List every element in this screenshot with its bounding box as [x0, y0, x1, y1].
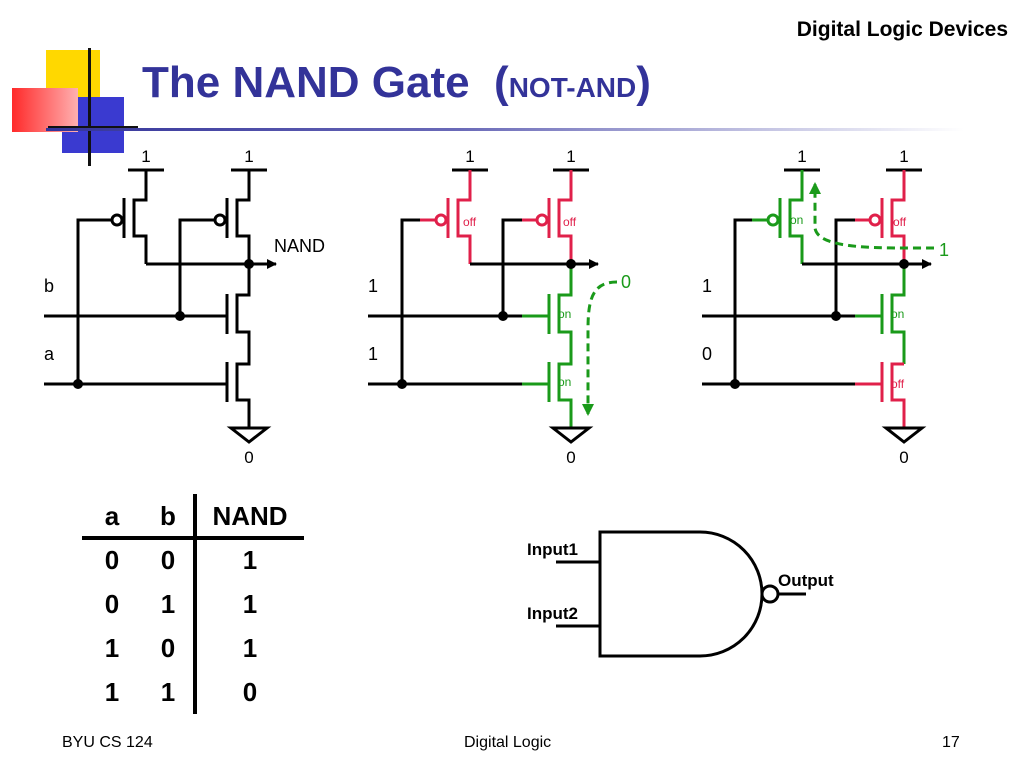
title-main: The NAND Gate — [142, 58, 470, 107]
gate-input2-label: Input2 — [527, 604, 578, 623]
decorative-horizontal-line — [48, 126, 138, 129]
left-output-junction — [244, 259, 254, 269]
right-n-bottom-state: off — [891, 377, 905, 391]
right-vdd2-label: 1 — [899, 147, 908, 166]
circuit-right — [702, 168, 935, 444]
middle-p2-state: off — [563, 215, 577, 229]
cell-b: 0 — [160, 632, 176, 663]
decorative-red-square — [12, 88, 78, 132]
middle-b-junction — [498, 311, 508, 321]
slide-title: The NAND Gate (NOT-AND) — [142, 58, 651, 108]
middle-a-junction — [397, 379, 407, 389]
right-input-a-value: 0 — [702, 344, 712, 364]
middle-output-junction — [566, 259, 576, 269]
cell-nand: 0 — [242, 676, 258, 707]
right-p2-state: off — [893, 215, 907, 229]
gate-output-label: Output — [778, 571, 834, 590]
middle-output-value: 0 — [621, 272, 631, 292]
middle-input-b-value: 1 — [368, 276, 378, 296]
cell-nand: 1 — [242, 588, 258, 619]
circuit-middle — [368, 168, 618, 444]
middle-vdd1-label: 1 — [465, 147, 474, 166]
gate-input1-label: Input1 — [527, 540, 578, 559]
right-output-junction — [899, 259, 909, 269]
decorative-vertical-line — [88, 48, 91, 166]
cell-b: 1 — [160, 676, 176, 707]
cell-b: 0 — [160, 544, 176, 575]
cell-a: 0 — [104, 544, 120, 575]
left-input-a-label: a — [44, 344, 55, 364]
header-b: b — [160, 500, 176, 531]
right-input-b-value: 1 — [702, 276, 712, 296]
truth-table-column-rule — [193, 494, 197, 714]
table-row: 0 1 1 — [82, 582, 306, 626]
nand-transistor-circuits: 1 1 NAND b a 0 1 1 off off — [44, 147, 949, 467]
right-a-junction — [730, 379, 740, 389]
table-row: 1 1 0 — [82, 670, 306, 714]
truth-table: a b NAND 0 0 1 0 1 1 1 0 1 1 1 0 — [82, 494, 306, 714]
left-output-label: NAND — [274, 236, 325, 256]
table-row: 1 0 1 — [82, 626, 306, 670]
title-paren-close: ) — [636, 58, 651, 107]
footer-course: BYU CS 124 — [62, 734, 153, 751]
title-subtitle: NOT-AND — [508, 72, 637, 103]
cell-b: 1 — [160, 588, 176, 619]
left-a-junction — [73, 379, 83, 389]
middle-n-bottom-state: on — [558, 375, 571, 389]
middle-input-a-value: 1 — [368, 344, 378, 364]
middle-ground-label: 0 — [566, 448, 575, 467]
title-paren-open: ( — [494, 58, 509, 107]
cell-nand: 1 — [242, 632, 258, 663]
title-underline — [46, 128, 964, 131]
right-n-top-state: on — [891, 307, 904, 321]
right-ground-label: 0 — [899, 448, 908, 467]
course-topic: Digital Logic Devices — [796, 18, 1008, 41]
right-output-value: 1 — [939, 240, 949, 260]
left-b-junction — [175, 311, 185, 321]
right-vdd1-label: 1 — [797, 147, 806, 166]
footer-topic: Digital Logic — [464, 734, 552, 751]
slide-number: 17 — [942, 734, 960, 751]
left-vdd2-label: 1 — [244, 147, 253, 166]
cell-a: 0 — [104, 588, 120, 619]
middle-n-top-state: on — [558, 307, 571, 321]
right-p1-state: on — [790, 213, 803, 227]
header-a: a — [104, 500, 120, 531]
truth-table-header: a b NAND — [82, 494, 306, 538]
left-input-b-label: b — [44, 276, 54, 296]
header-nand: NAND — [212, 500, 288, 531]
cell-nand: 1 — [242, 544, 258, 575]
middle-vdd2-label: 1 — [566, 147, 575, 166]
middle-p1-state: off — [463, 215, 477, 229]
left-ground-label: 0 — [244, 448, 253, 467]
circuit-left — [44, 168, 277, 444]
left-vdd1-label: 1 — [141, 147, 150, 166]
table-row: 0 0 1 — [82, 538, 306, 582]
right-b-junction — [831, 311, 841, 321]
cell-a: 1 — [104, 676, 120, 707]
nand-gate-symbol: Input1 Input2 Output — [527, 530, 834, 658]
cell-a: 1 — [104, 632, 120, 663]
